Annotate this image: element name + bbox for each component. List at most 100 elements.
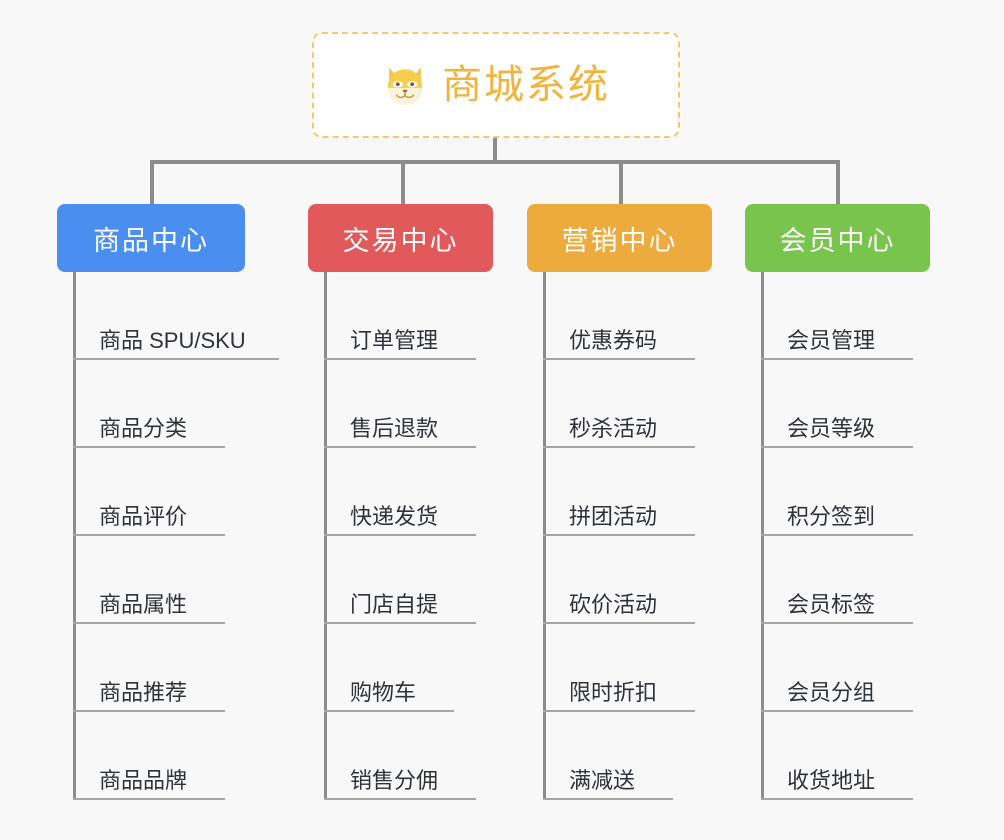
list-item-label: 订单管理 <box>350 328 439 353</box>
column-items-marketing-center: 优惠券码 秒杀活动 拼团活动 砍价活动 限时折扣 满减送 <box>527 272 757 800</box>
list-item[interactable]: 会员管理 <box>745 272 975 360</box>
list-item-label: 快递发货 <box>350 504 439 529</box>
column-header-label: 会员中心 <box>779 225 896 256</box>
list-item-label: 商品属性 <box>99 592 188 617</box>
list-item-label: 门店自提 <box>350 592 439 617</box>
list-item-label: 满减送 <box>569 768 636 793</box>
list-item[interactable]: 满减送 <box>527 712 757 800</box>
list-item[interactable]: 商品分类 <box>57 360 315 448</box>
list-item-rule <box>543 710 695 712</box>
list-item[interactable]: 会员分组 <box>745 624 975 712</box>
list-item[interactable]: 商品评价 <box>57 448 315 536</box>
list-item-rule <box>761 534 913 536</box>
list-item[interactable]: 秒杀活动 <box>527 360 757 448</box>
column-header-member-center[interactable]: 会员中心 <box>745 204 930 272</box>
connector-horizontal-bus <box>150 160 840 164</box>
list-item-rule <box>543 358 695 360</box>
list-item[interactable]: 拼团活动 <box>527 448 757 536</box>
list-item-label: 会员标签 <box>787 592 876 617</box>
list-item[interactable]: 商品 SPU/SKU <box>57 272 315 360</box>
list-item-rule <box>543 534 695 536</box>
list-item-rule <box>761 622 913 624</box>
list-item[interactable]: 商品属性 <box>57 536 315 624</box>
list-item-rule <box>324 534 476 536</box>
list-item-rule <box>73 622 225 624</box>
list-item[interactable]: 会员标签 <box>745 536 975 624</box>
list-item-label: 售后退款 <box>350 416 439 441</box>
list-item[interactable]: 商品品牌 <box>57 712 315 800</box>
list-item[interactable]: 会员等级 <box>745 360 975 448</box>
list-item-label: 商品 SPU/SKU <box>99 328 246 353</box>
connector-root-stem <box>493 138 497 163</box>
list-item-label: 收货地址 <box>787 768 876 793</box>
list-item[interactable]: 商品推荐 <box>57 624 315 712</box>
column-header-label: 营销中心 <box>561 225 678 256</box>
shiba-inu-dog-face-icon <box>387 67 423 106</box>
column-marketing-center: 营销中心 优惠券码 秒杀活动 拼团活动 砍价活动 限时折扣 <box>527 204 757 800</box>
list-item[interactable]: 优惠券码 <box>527 272 757 360</box>
list-item-rule <box>543 446 695 448</box>
list-item-label: 会员管理 <box>787 328 876 353</box>
connector-drop-1 <box>150 160 154 206</box>
list-item-rule <box>324 358 476 360</box>
list-item-label: 秒杀活动 <box>569 416 658 441</box>
list-item-rule <box>761 710 913 712</box>
list-item-label: 购物车 <box>350 680 417 705</box>
column-header-label: 交易中心 <box>342 225 459 256</box>
list-item[interactable]: 售后退款 <box>308 360 538 448</box>
list-item-label: 商品推荐 <box>99 680 188 705</box>
list-item-rule <box>73 534 225 536</box>
root-title: 商城系统 <box>442 63 610 107</box>
list-item[interactable]: 砍价活动 <box>527 536 757 624</box>
list-item-rule <box>761 446 913 448</box>
connector-drop-3 <box>619 160 623 206</box>
list-item-label: 拼团活动 <box>569 504 658 529</box>
list-item-label: 会员等级 <box>787 416 876 441</box>
list-item-rule <box>324 798 476 800</box>
list-item-rule <box>73 798 225 800</box>
column-spine <box>761 272 764 800</box>
list-item-rule <box>73 710 225 712</box>
connector-drop-4 <box>836 160 840 206</box>
list-item[interactable]: 收货地址 <box>745 712 975 800</box>
list-item-label: 销售分佣 <box>350 768 439 793</box>
list-item[interactable]: 门店自提 <box>308 536 538 624</box>
list-item-rule <box>543 798 673 800</box>
list-item[interactable]: 订单管理 <box>308 272 538 360</box>
list-item[interactable]: 限时折扣 <box>527 624 757 712</box>
column-header-trade-center[interactable]: 交易中心 <box>308 204 493 272</box>
column-items-product-center: 商品 SPU/SKU 商品分类 商品评价 商品属性 商品推荐 商品品牌 <box>57 272 315 800</box>
list-item[interactable]: 积分签到 <box>745 448 975 536</box>
column-items-trade-center: 订单管理 售后退款 快递发货 门店自提 购物车 销售分佣 <box>308 272 538 800</box>
list-item-rule <box>324 446 476 448</box>
list-item-rule <box>324 710 454 712</box>
list-item-label: 砍价活动 <box>569 592 658 617</box>
list-item-label: 商品评价 <box>99 504 188 529</box>
list-item-label: 会员分组 <box>787 680 876 705</box>
list-item-rule <box>73 446 225 448</box>
column-spine <box>324 272 327 800</box>
list-item-label: 商品分类 <box>99 416 188 441</box>
list-item-label: 积分签到 <box>787 504 876 529</box>
column-header-label: 商品中心 <box>93 225 209 256</box>
connector-drop-2 <box>401 160 405 206</box>
list-item[interactable]: 购物车 <box>308 624 538 712</box>
list-item-label: 商品品牌 <box>99 768 188 793</box>
column-spine <box>73 272 76 800</box>
column-items-member-center: 会员管理 会员等级 积分签到 会员标签 会员分组 收货地址 <box>745 272 975 800</box>
column-member-center: 会员中心 会员管理 会员等级 积分签到 会员标签 会员分组 <box>745 204 975 800</box>
list-item[interactable]: 销售分佣 <box>308 712 538 800</box>
list-item-rule <box>761 358 913 360</box>
list-item-rule <box>543 622 695 624</box>
list-item-label: 限时折扣 <box>569 680 658 705</box>
column-product-center: 商品中心 商品 SPU/SKU 商品分类 商品评价 商品属性 商品推荐 <box>57 204 315 800</box>
list-item-rule <box>73 358 279 360</box>
column-trade-center: 交易中心 订单管理 售后退款 快递发货 门店自提 购物车 <box>308 204 538 800</box>
column-header-marketing-center[interactable]: 营销中心 <box>527 204 712 272</box>
list-item[interactable]: 快递发货 <box>308 448 538 536</box>
column-spine <box>543 272 546 800</box>
root-node[interactable]: 商城系统 <box>312 32 680 138</box>
list-item-rule <box>324 622 476 624</box>
column-header-product-center[interactable]: 商品中心 <box>57 204 245 272</box>
